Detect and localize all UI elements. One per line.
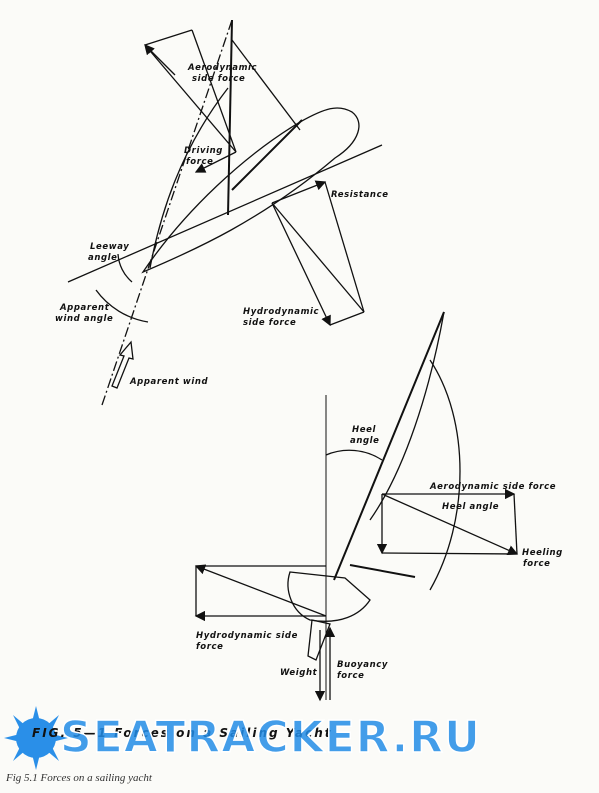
watermark-sunburst-logo	[4, 706, 68, 770]
aero-side-force-arrow	[144, 44, 237, 153]
mast-top	[227, 19, 233, 216]
label-hydro-side-force-bottom-2: force	[196, 642, 224, 652]
driving-force-arrow	[194, 151, 237, 173]
heeling-construction-line	[381, 552, 518, 555]
aero-force-diagonal	[191, 29, 237, 153]
label-hydro-side-force-top-1: Hydrodynamic	[243, 307, 319, 317]
label-resistance: Resistance	[331, 190, 389, 200]
figure-title: FIG. 5—1 Forces on a Sailing Yacht	[32, 726, 333, 740]
label-leeway-angle-1: Leeway	[90, 242, 129, 252]
hydro-force-vector-line	[329, 311, 365, 326]
resistance-arrow	[271, 180, 327, 204]
heeling-force-arrow	[381, 493, 519, 556]
label-buoyancy-force-1: Buoyancy	[337, 660, 388, 670]
course-line	[67, 144, 383, 283]
mast-heeled	[333, 311, 445, 581]
label-driving-force-2: force	[186, 157, 214, 167]
heel-angle-arc-top	[325, 449, 383, 461]
label-leeway-angle-2: angle	[88, 253, 118, 263]
label-heel-angle-top-1: Heel	[352, 425, 376, 435]
apparent-wind-arrow-icon	[111, 340, 134, 389]
label-aero-side-force-top-1: Aerodynamic	[187, 63, 257, 73]
label-heel-angle-right: Heel angle	[442, 502, 499, 512]
label-heel-angle-top-2: angle	[350, 436, 380, 446]
apparent-wind-axis	[101, 19, 233, 406]
label-heeling-force-1: Heeling	[522, 548, 563, 558]
watermark-text: SEATRACKER.RU	[59, 711, 481, 764]
heel-vertical-construction	[513, 493, 518, 555]
hydro-force-diagonal	[271, 202, 365, 313]
wind-construction-line	[231, 39, 301, 131]
hydro-side-force-arrow	[271, 202, 331, 327]
sail-arc	[429, 359, 461, 591]
sail-curve	[149, 87, 229, 269]
label-aero-side-force-top-2: side force	[192, 74, 245, 84]
label-hydro-side-force-top-2: side force	[243, 318, 296, 328]
keel	[307, 619, 331, 661]
hydro-resultant-arrow	[194, 564, 327, 617]
apparent-wind-angle-arc	[95, 289, 149, 323]
label-hydro-side-force-bottom-1: Hydrodynamic side	[196, 631, 298, 641]
figure-caption: Fig 5.1 Forces on a sailing yacht	[6, 772, 152, 784]
boom-top	[231, 119, 303, 191]
boom-heeled	[349, 564, 416, 578]
label-driving-force-1: Driving	[184, 146, 223, 156]
label-aero-side-force-bottom: Aerodynamic side force	[429, 482, 556, 492]
label-apparent-wind: Apparent wind	[129, 377, 209, 387]
label-weight: Weight	[280, 668, 318, 678]
label-apparent-wind-angle-1: Apparent	[59, 303, 110, 313]
hull-plan	[141, 107, 360, 274]
label-apparent-wind-angle-2: wind angle	[55, 314, 113, 324]
aero-construction-line	[144, 44, 176, 76]
label-heeling-force-2: force	[523, 559, 551, 569]
aero-force-vector-line	[144, 29, 193, 46]
leeway-angle-arc	[117, 253, 133, 283]
label-buoyancy-force-2: force	[337, 671, 365, 681]
hull-section	[287, 571, 371, 622]
hydro-construction-line	[324, 181, 365, 313]
